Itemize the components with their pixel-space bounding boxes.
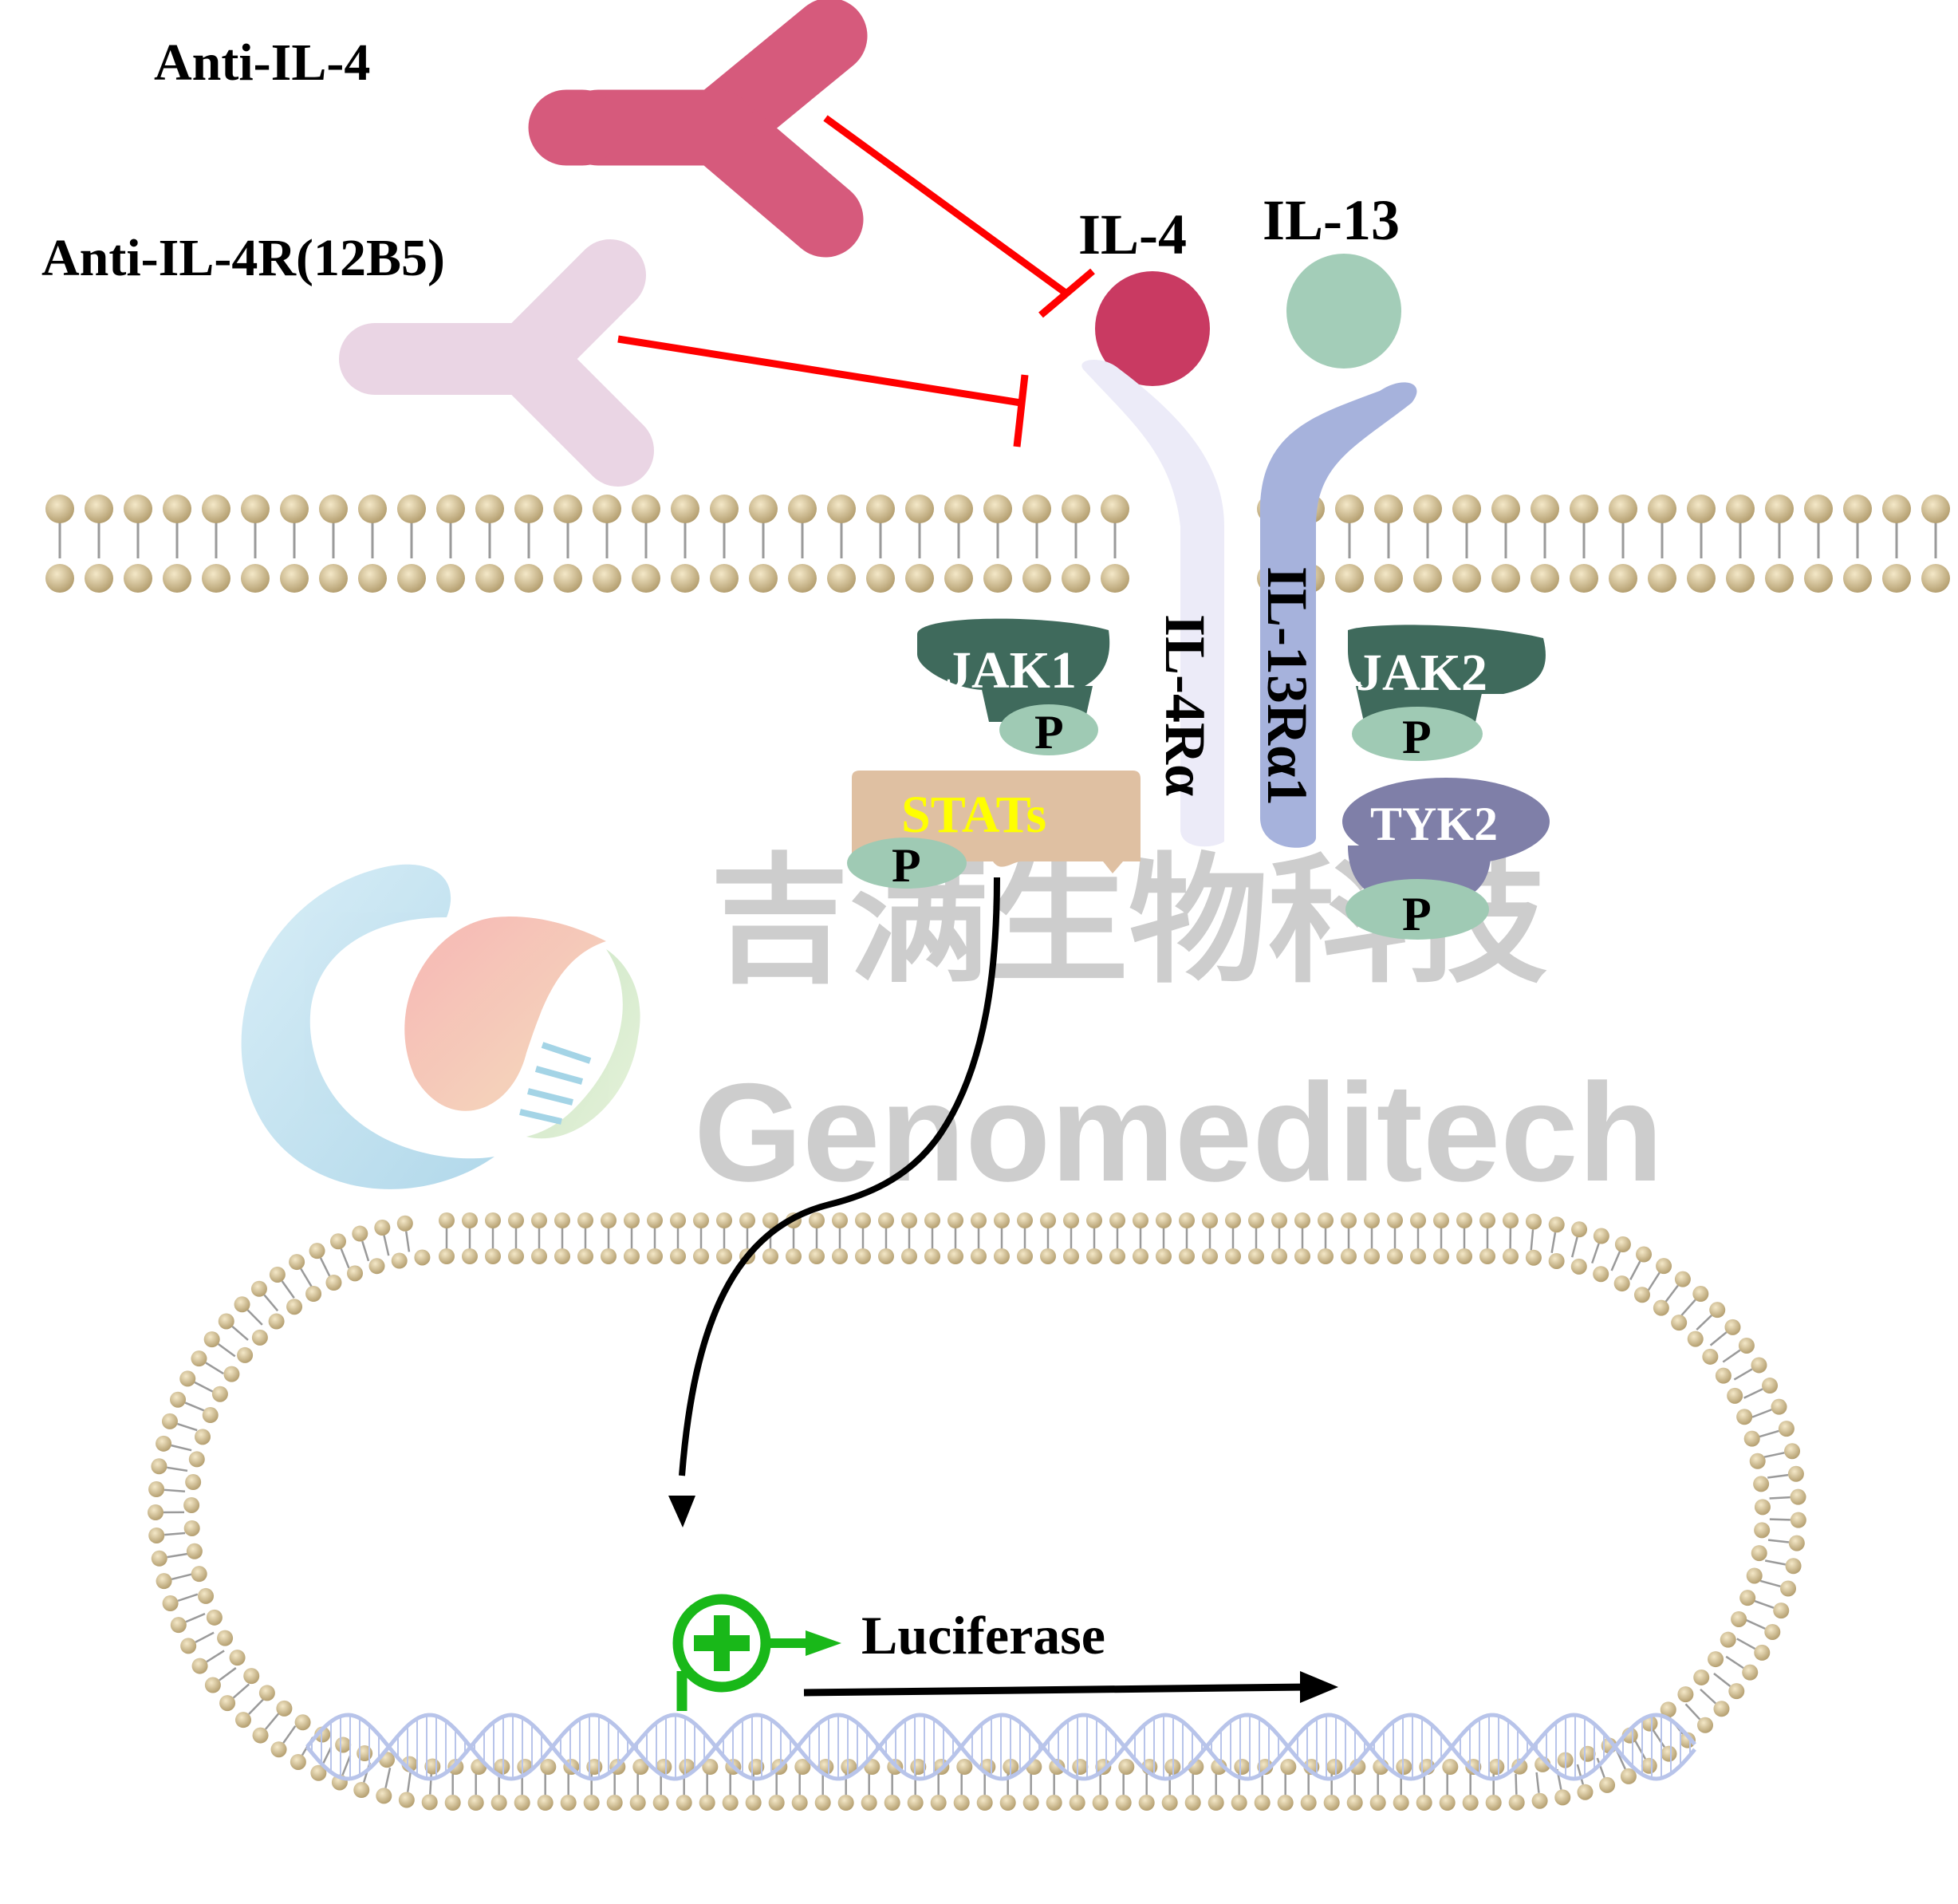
jak2-phospho-bubble <box>1352 707 1483 761</box>
translocation-arrowhead <box>668 1496 695 1528</box>
inhibition-line-anti-il4r <box>617 335 1029 447</box>
dna-helix <box>305 1713 1696 1781</box>
il13-label: IL-13 <box>1263 188 1400 252</box>
il4-ligand <box>1095 271 1210 386</box>
anti-il4r-label: Anti-IL-4R(12B5) <box>41 229 445 287</box>
tyk2-phospho-bubble <box>1345 879 1489 940</box>
jak1-phospho-bubble <box>999 704 1098 755</box>
nuclear-membrane <box>148 1212 1806 1811</box>
luciferase-label: Luciferase <box>861 1605 1105 1666</box>
tyk2-phospho-label: P <box>1402 888 1432 940</box>
stats-phospho-bubble <box>847 838 967 889</box>
transcription-arrowhead <box>1300 1671 1338 1703</box>
promoter-plus-icon <box>672 1594 841 1711</box>
tyk2-label: TYK2 <box>1370 798 1498 850</box>
il4ra-label: IL-4Rα <box>1153 614 1217 796</box>
jak1-label: JAK1 <box>945 641 1077 700</box>
jak1-phospho-label: P <box>1034 706 1064 759</box>
inhibition-line-anti-il4 <box>823 115 1095 318</box>
il13-ligand <box>1286 254 1401 369</box>
jak1-kinase <box>917 618 1110 722</box>
il4ra-receptor <box>1081 359 1224 847</box>
jak2-label: JAK2 <box>1356 644 1487 702</box>
jak2-phospho-label: P <box>1402 711 1432 763</box>
stats-label: STATs <box>901 786 1046 844</box>
il4-label: IL-4 <box>1078 203 1187 266</box>
watermark-logo <box>241 864 640 1189</box>
cell-membrane <box>45 495 1950 593</box>
translocation-arrow <box>679 877 1000 1476</box>
anti-il4-label: Anti-IL-4 <box>154 34 370 92</box>
transcription-arrow <box>803 1683 1309 1697</box>
il13ra1-label: IL-13Rα1 <box>1255 566 1319 806</box>
watermark-english-text: Genomeditech <box>694 1055 1664 1211</box>
stats-phospho-label: P <box>892 839 921 892</box>
anti-il4r-antibody <box>339 239 654 487</box>
il13ra1-receptor <box>1260 382 1417 848</box>
anti-il4-antibody <box>528 0 868 258</box>
